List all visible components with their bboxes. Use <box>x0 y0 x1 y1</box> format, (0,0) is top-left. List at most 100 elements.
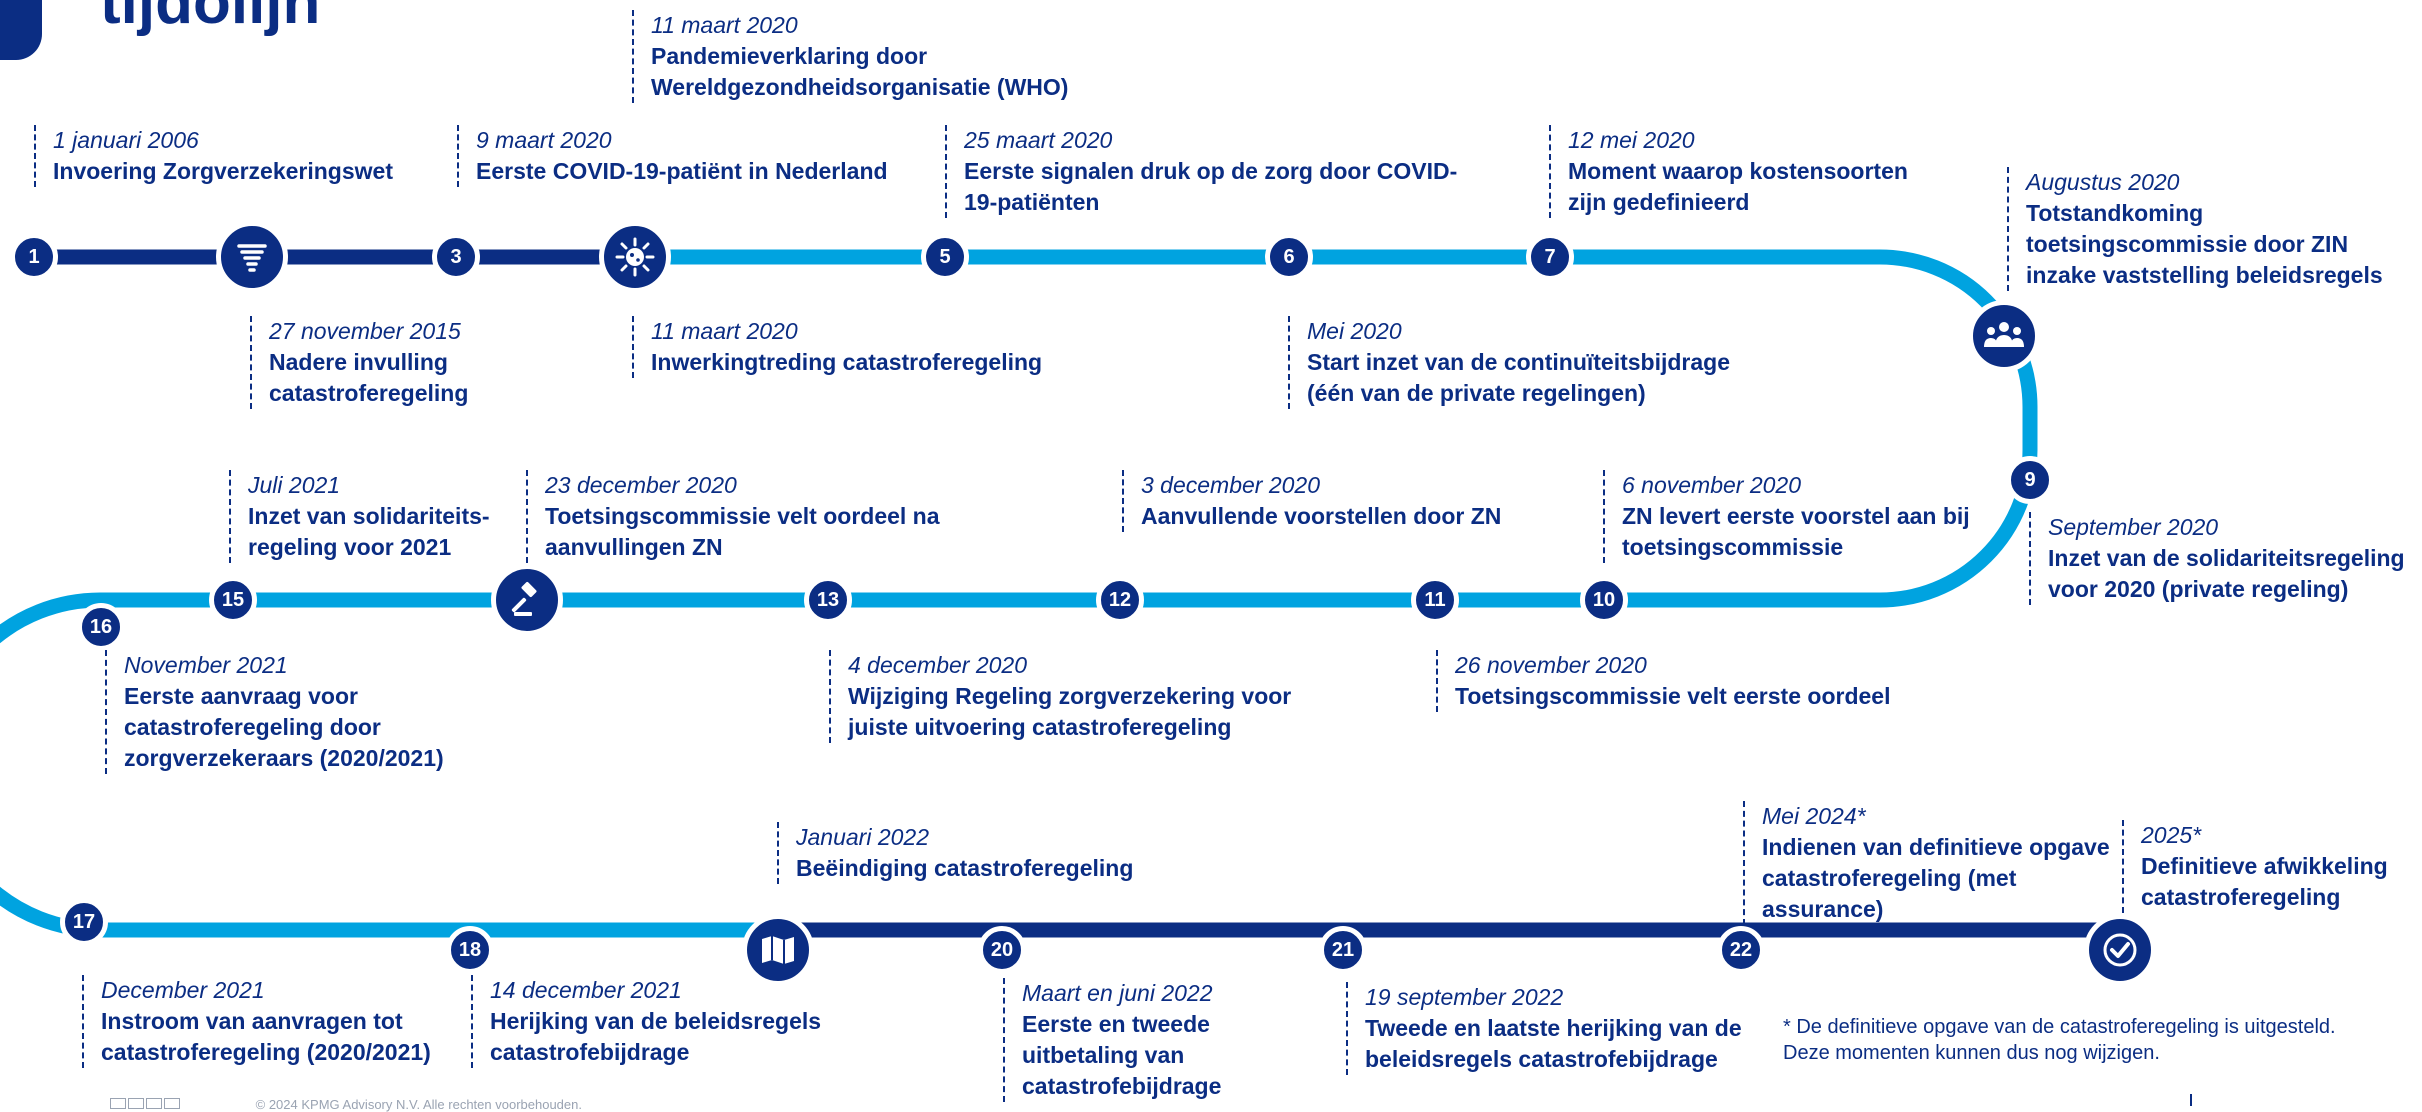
milestone-marker-15: 15 <box>209 576 257 624</box>
footnote-line-1: * De definitieve opgave van de catastrof… <box>1783 1016 2336 1038</box>
milestone-text: Eerste COVID-19-patiënt in Nederland <box>476 158 888 184</box>
milestone-text: Inzet van de solidariteitsregeling voor … <box>2048 545 2405 602</box>
milestone-text: Moment waarop kostensoorten zijn gedefin… <box>1568 158 1908 215</box>
milestone-marker-21: 21 <box>1319 926 1367 974</box>
milestone-text: Instroom van aanvragen tot catastrofereg… <box>101 1008 431 1065</box>
milestone-text: Wijziging Regeling zorgverzekering voor … <box>848 683 1292 740</box>
milestone-marker-10: 10 <box>1580 576 1628 624</box>
milestone-label-10: 6 november 2020 ZN levert eerste voorste… <box>1603 470 2003 563</box>
milestone-label-11: 26 november 2020 Toetsingscommissie velt… <box>1436 650 1956 712</box>
milestone-text: Eerste signalen druk op de zorg door COV… <box>964 158 1458 215</box>
title-accent-block <box>0 0 42 60</box>
milestone-marker-16: 16 <box>77 603 125 651</box>
group-icon <box>1968 300 2040 372</box>
milestone-label-4b: 11 maart 2020 Inwerkingtreding catastrof… <box>632 316 1092 378</box>
milestone-marker-20: 20 <box>978 926 1026 974</box>
milestone-marker-18: 18 <box>446 926 494 974</box>
milestone-label-9: September 2020 Inzet van de solidariteit… <box>2029 512 2422 605</box>
milestone-text: Eerste aanvraag voor catastroferegeling … <box>124 683 444 771</box>
milestone-date: 6 november 2020 <box>1622 472 1802 498</box>
milestone-date: 14 december 2021 <box>490 977 682 1003</box>
milestone-marker-7: 7 <box>1526 233 1574 281</box>
milestone-date: 12 mei 2020 <box>1568 127 1695 153</box>
milestone-text: Pandemieverklaring door Wereldgezondheid… <box>651 43 1069 100</box>
milestone-date: 9 maart 2020 <box>476 127 612 153</box>
milestone-label-8: Augustus 2020 Totstandkoming toetsingsco… <box>2007 167 2422 291</box>
milestone-date: 19 september 2022 <box>1365 984 1564 1010</box>
kpmg-logo <box>110 1098 126 1109</box>
kpmg-logo-box-4 <box>164 1098 180 1109</box>
milestone-text: Toetsingscommissie velt eerste oordeel <box>1455 683 1891 709</box>
milestone-marker-6: 6 <box>1265 233 1313 281</box>
milestone-text: Start inzet van de continuïteitsbijdrage… <box>1307 349 1731 406</box>
milestone-label-23: 2025* Definitieve afwikkeling catastrofe… <box>2122 820 2422 913</box>
tornado-icon <box>216 221 288 293</box>
milestone-label-13: 4 december 2020 Wijziging Regeling zorgv… <box>829 650 1349 743</box>
milestone-text: Toetsingscommissie velt oordeel na aanvu… <box>545 503 940 560</box>
milestone-marker-3: 3 <box>432 233 480 281</box>
milestone-date: 4 december 2020 <box>848 652 1028 678</box>
virus-icon <box>599 221 671 293</box>
milestone-date: Augustus 2020 <box>2026 169 2180 195</box>
milestone-label-6: Mei 2020 Start inzet van de continuïteit… <box>1288 316 1768 409</box>
milestone-date: Januari 2022 <box>796 824 929 850</box>
milestone-date: 27 november 2015 <box>269 318 461 344</box>
milestone-label-19: Januari 2022 Beëindiging catastroferegel… <box>777 822 1237 884</box>
kpmg-logo-box-3 <box>146 1098 162 1109</box>
milestone-label-17: December 2021 Instroom van aanvragen tot… <box>82 975 462 1068</box>
milestone-marker-5: 5 <box>921 233 969 281</box>
milestone-date: September 2020 <box>2048 514 2219 540</box>
milestone-marker-9: 9 <box>2006 456 2054 504</box>
gavel-icon <box>491 564 563 636</box>
milestone-date: 1 januari 2006 <box>53 127 199 153</box>
milestone-text: ZN levert eerste voorstel aan bij toetsi… <box>1622 503 1970 560</box>
milestone-label-18: 14 december 2021 Herijking van de beleid… <box>471 975 871 1068</box>
milestone-date: 11 maart 2020 <box>651 12 798 38</box>
milestone-date: 2025* <box>2141 822 2202 848</box>
milestone-text: Tweede en laatste herijking van de belei… <box>1365 1015 1742 1072</box>
milestone-text: Herijking van de beleidsregels catastrof… <box>490 1008 822 1065</box>
milestone-date: November 2021 <box>124 652 288 678</box>
milestone-label-22: Mei 2024* Indienen van definitieve opgav… <box>1743 801 2113 925</box>
milestone-marker-12: 12 <box>1096 576 1144 624</box>
kpmg-logo-box-2 <box>128 1098 144 1109</box>
milestone-date: December 2021 <box>101 977 265 1003</box>
milestone-marker-1: 1 <box>10 233 58 281</box>
milestone-marker-13: 13 <box>804 576 852 624</box>
milestone-label-5: 25 maart 2020 Eerste signalen druk op de… <box>945 125 1465 218</box>
milestone-date: 11 maart 2020 <box>651 318 798 344</box>
milestone-text: Definitieve afwikkeling catastroferegeli… <box>2141 853 2388 910</box>
milestone-label-3: 9 maart 2020 Eerste COVID-19-patiënt in … <box>457 125 917 187</box>
milestone-label-2: 27 november 2015 Nadere invulling catast… <box>250 316 510 409</box>
milestone-text: Invoering Zorgverzekeringswet <box>53 158 393 184</box>
footnote-line-2: Deze momenten kunnen dus nog wijzigen. <box>1783 1042 2160 1064</box>
milestone-label-16: November 2021 Eerste aanvraag voor catas… <box>105 650 485 774</box>
milestone-text: Nadere invulling catastroferegeling <box>269 349 469 406</box>
milestone-marker-11: 11 <box>1411 576 1459 624</box>
milestone-text: Beëindiging catastroferegeling <box>796 855 1134 881</box>
milestone-label-14: 23 december 2020 Toetsingscommissie velt… <box>526 470 946 563</box>
milestone-marker-22: 22 <box>1717 926 1765 974</box>
milestone-date: 3 december 2020 <box>1141 472 1321 498</box>
milestone-label-4a: 11 maart 2020 Pandemieverklaring door We… <box>632 10 1192 103</box>
milestone-date: Mei 2020 <box>1307 318 1402 344</box>
milestone-date: 23 december 2020 <box>545 472 737 498</box>
milestone-text: Totstandkoming toetsingscommissie door Z… <box>2026 200 2383 288</box>
milestone-label-15: Juli 2021 Inzet van solidariteits-regeli… <box>229 470 519 563</box>
milestone-text: Inzet van solidariteits-regeling voor 20… <box>248 503 490 560</box>
milestone-date: Mei 2024* <box>1762 803 1866 829</box>
footnote: * De definitieve opgave van de catastrof… <box>1783 1014 2336 1066</box>
milestone-text: Indienen van definitieve opgave catastro… <box>1762 834 2110 922</box>
milestone-date: Maart en juni 2022 <box>1022 980 1213 1006</box>
milestone-label-1: 1 januari 2006 Invoering Zorgverzekering… <box>34 125 454 187</box>
milestone-label-21: 19 september 2022 Tweede en laatste heri… <box>1346 982 1766 1075</box>
milestone-date: 26 november 2020 <box>1455 652 1647 678</box>
milestone-date: 25 maart 2020 <box>964 127 1113 153</box>
milestone-text: Aanvullende voorstellen door ZN <box>1141 503 1502 529</box>
milestone-text: Eerste en tweede uitbetaling van catastr… <box>1022 1011 1222 1099</box>
page-title: tijdolijn <box>100 0 321 37</box>
milestone-label-20: Maart en juni 2022 Eerste en tweede uitb… <box>1003 978 1323 1102</box>
flag-icon <box>742 914 814 986</box>
milestone-date: Juli 2021 <box>248 472 341 498</box>
